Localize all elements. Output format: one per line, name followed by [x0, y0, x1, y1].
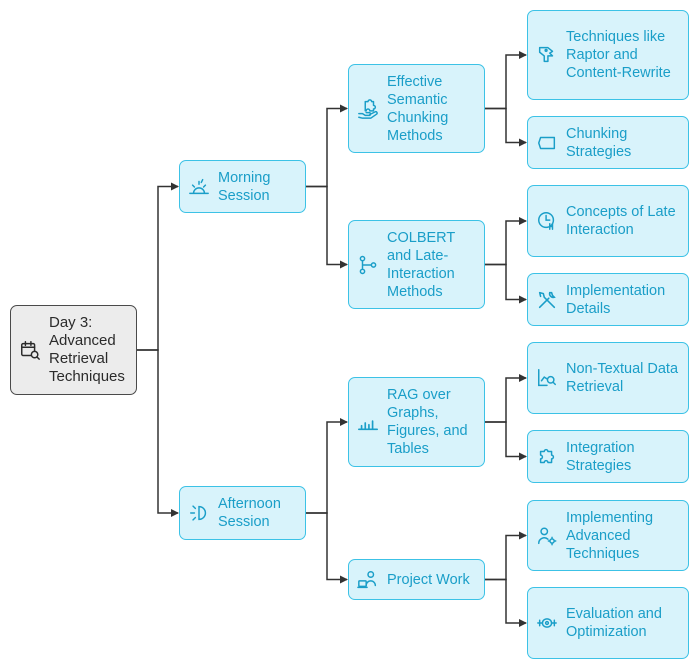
item-non-textual[interactable]: Non-Textual Data Retrieval	[527, 342, 689, 414]
item-label: Evaluation and Optimization	[566, 606, 662, 640]
connector-s1-t10	[306, 418, 348, 514]
item-raptor[interactable]: Techniques like Raptor and Content-Rewri…	[527, 10, 689, 100]
connector-t11-l110	[485, 531, 527, 581]
afternoon-session-node[interactable]: Afternoon Session	[179, 486, 306, 540]
person-laptop-icon	[357, 569, 379, 591]
calendar-search-icon	[19, 339, 41, 361]
item-integration-strategies[interactable]: Integration Strategies	[527, 430, 689, 483]
topic-project-work[interactable]: Project Work	[348, 559, 485, 600]
raptor-icon	[536, 44, 558, 66]
clock-interaction-icon	[536, 210, 558, 232]
connector-t00-l001	[485, 107, 527, 147]
person-gear-icon	[536, 525, 558, 547]
item-late-interaction[interactable]: Concepts of Late Interaction	[527, 185, 689, 257]
item-implementation-details[interactable]: Implementation Details	[527, 273, 689, 326]
afternoon-session-label: Afternoon Session	[218, 496, 281, 530]
scale-icon	[536, 612, 558, 634]
connector-s0-t00	[306, 104, 348, 188]
root-label: Day 3: Advanced Retrieval Techniques	[49, 314, 125, 385]
sunrise-icon	[188, 176, 210, 198]
topic-label: RAG over Graphs, Figures, and Tables	[387, 387, 468, 457]
nodes-icon	[357, 254, 379, 276]
morning-session-label: Morning Session	[218, 169, 271, 204]
puzzle-icon	[536, 446, 558, 468]
item-label: Implementing Advanced Techniques	[566, 509, 654, 562]
connector-t01-l011	[485, 263, 527, 304]
item-label: Non-Textual Data Retrieval	[566, 361, 679, 395]
root-node[interactable]: Day 3: Advanced Retrieval Techniques	[10, 305, 137, 395]
item-label: Integration Strategies	[566, 439, 635, 474]
item-label: Chunking Strategies	[566, 125, 632, 160]
topic-label: Project Work	[387, 571, 470, 588]
item-evaluation[interactable]: Evaluation and Optimization	[527, 587, 689, 659]
connector-t00-l000	[485, 51, 527, 110]
connector-root-s1	[137, 349, 179, 517]
item-chunking-strategies[interactable]: Chunking Strategies	[527, 116, 689, 169]
connector-t10-l100	[485, 374, 527, 423]
connector-t11-l111	[485, 578, 527, 627]
topic-colbert[interactable]: COLBERT and Late-Interaction Methods	[348, 220, 485, 309]
chunk-icon	[536, 132, 558, 154]
item-label: Implementation Details	[566, 282, 666, 317]
chart-search-icon	[536, 367, 558, 389]
sunset-icon	[188, 502, 210, 524]
morning-session-node[interactable]: Morning Session	[179, 160, 306, 213]
connector-t01-l010	[485, 217, 527, 266]
bar-chart-icon	[357, 411, 379, 433]
hand-puzzle-icon	[357, 98, 379, 120]
connector-s0-t01	[306, 185, 348, 269]
tools-icon	[536, 289, 558, 311]
connector-t10-l101	[485, 421, 527, 461]
item-implementing-advanced[interactable]: Implementing Advanced Techniques	[527, 500, 689, 571]
topic-semantic-chunking[interactable]: Effective Semantic Chunking Methods	[348, 64, 485, 153]
item-label: Techniques like Raptor and Content-Rewri…	[566, 29, 671, 81]
topic-label: COLBERT and Late-Interaction Methods	[387, 229, 455, 300]
connector-root-s0	[137, 182, 179, 351]
item-label: Concepts of Late Interaction	[566, 204, 676, 238]
topic-label: Effective Semantic Chunking Methods	[387, 73, 449, 144]
topic-rag-graphs[interactable]: RAG over Graphs, Figures, and Tables	[348, 377, 485, 467]
connector-s1-t11	[306, 512, 348, 584]
